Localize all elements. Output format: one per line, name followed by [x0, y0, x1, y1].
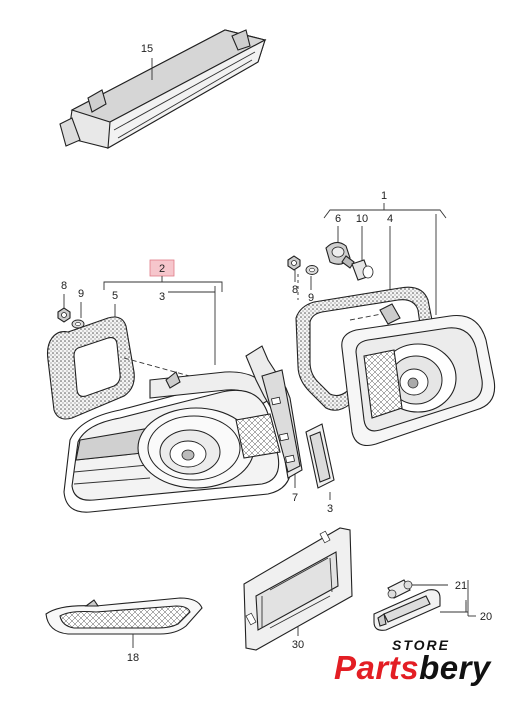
callout-10: 10: [356, 213, 368, 225]
callout-9a: 9: [78, 288, 84, 300]
callout-8b: 8: [292, 284, 298, 296]
nut-part-8a[interactable]: [57, 307, 71, 323]
reflector-part-3[interactable]: [305, 423, 335, 489]
callout-2: 2: [159, 263, 165, 275]
callout-21: 21: [455, 580, 467, 592]
washer-part-9a[interactable]: [71, 319, 85, 329]
callout-9b: 9: [308, 292, 314, 304]
reflector-part-18[interactable]: [45, 597, 203, 635]
gasket-part-5[interactable]: [46, 316, 135, 420]
bracket-part-7[interactable]: [245, 345, 303, 479]
logo-brand-red: Parts: [334, 649, 420, 686]
inner-tail-light-part-1[interactable]: [341, 303, 496, 447]
logo-brand-dark: bery: [419, 649, 491, 686]
nut-part-8b[interactable]: [287, 255, 301, 271]
callout-8a: 8: [61, 280, 67, 292]
partsbery-store-logo: STORE Partsbery: [334, 635, 509, 699]
bulb-socket-part-6[interactable]: [325, 241, 355, 269]
callout-1: 1: [381, 190, 387, 202]
callout-7: 7: [292, 492, 298, 504]
callout-3a: 3: [159, 291, 165, 303]
logo-brand-text: Partsbery: [334, 649, 491, 687]
plate-bracket-part-30[interactable]: [243, 527, 353, 651]
washer-part-9b[interactable]: [305, 265, 319, 275]
callout-5: 5: [112, 290, 118, 302]
callout-30: 30: [292, 639, 304, 651]
callout-4: 4: [387, 213, 393, 225]
callout-15: 15: [141, 43, 153, 55]
logo-store-text: STORE: [392, 637, 450, 653]
callout-18: 18: [127, 652, 139, 664]
brake-light-part-15[interactable]: [59, 29, 267, 149]
outer-tail-light-part-3[interactable]: [63, 371, 292, 513]
plate-lamp-part-20[interactable]: [373, 589, 441, 631]
bulb-part-21[interactable]: [387, 579, 413, 599]
callout-20: 20: [480, 611, 492, 623]
bulb-part-10[interactable]: [351, 259, 374, 281]
callout-3b: 3: [327, 503, 333, 515]
callout-6: 6: [335, 213, 341, 225]
